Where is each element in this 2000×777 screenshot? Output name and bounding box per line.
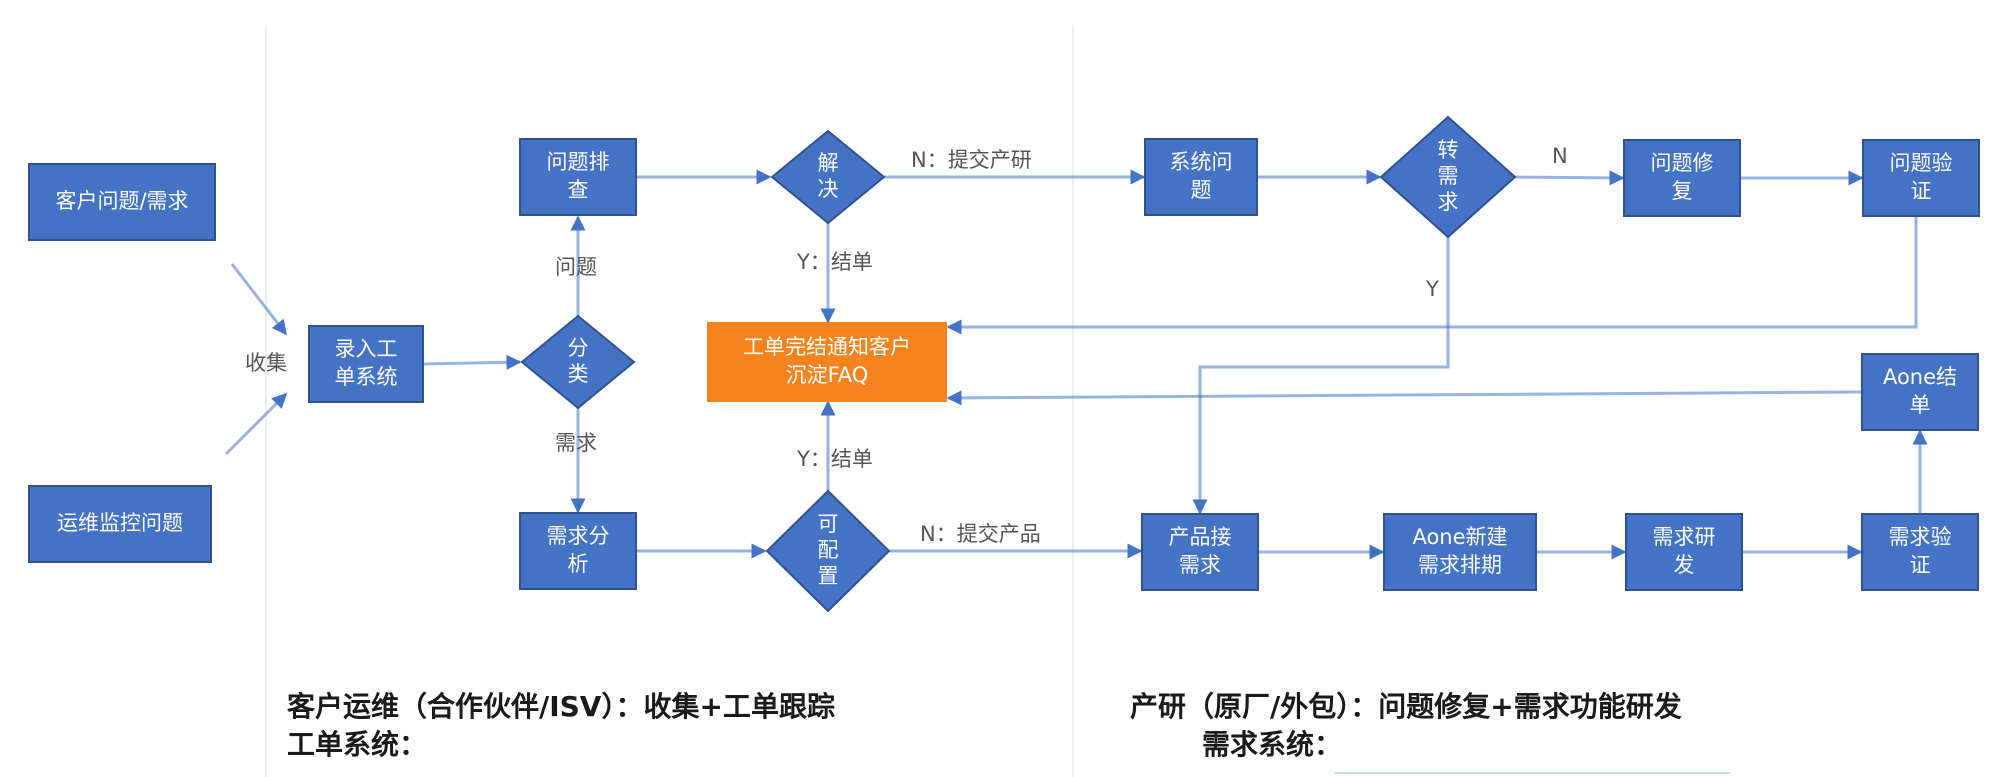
- process-shape: [707, 322, 947, 402]
- decision-shape: [1379, 115, 1517, 239]
- node-label: 客户问题/需求: [55, 189, 188, 213]
- process-shape: [519, 512, 637, 590]
- edge-customer-to-ticket-entry: [230, 263, 288, 336]
- node-label: 求: [1438, 190, 1459, 214]
- node-label: 决: [818, 177, 839, 201]
- node-label: 运维监控问题: [57, 511, 183, 535]
- decision-shape: [765, 489, 891, 613]
- node-monitor: 运维监控问题: [28, 485, 212, 563]
- edge-ticket-entry-to-classify: [423, 354, 522, 370]
- edge-label: N：提交产品: [920, 522, 1041, 546]
- process-shape: [1623, 139, 1741, 217]
- process-shape: [28, 485, 212, 563]
- node-label: 需: [1438, 164, 1459, 188]
- node-configurable: 可配置: [765, 489, 891, 613]
- node-label: 单: [1910, 393, 1931, 417]
- node-label: 问题修: [1651, 151, 1714, 175]
- edge-to-requirement-to-issue-fix: [1514, 170, 1625, 186]
- node-label: 单系统: [335, 365, 398, 389]
- process-shape: [1383, 513, 1537, 591]
- edge-label: 问题: [555, 255, 597, 279]
- process-shape: [519, 138, 637, 216]
- node-label: 需求分: [547, 524, 610, 548]
- edge-label: N：提交产研: [911, 148, 1032, 172]
- node-label: 题: [1191, 178, 1212, 202]
- footer-left-title: 客户运维（合作伙伴/ISV）：收集+工单跟踪: [287, 690, 835, 723]
- edge-label: Y: [1425, 277, 1439, 301]
- process-shape: [1141, 513, 1259, 591]
- node-label: 录入工: [335, 337, 398, 361]
- node-label: 查: [568, 178, 589, 202]
- footer-left: 客户运维（合作伙伴/ISV）：收集+工单跟踪 工单系统：: [287, 688, 835, 764]
- collect-label: 收集: [245, 351, 287, 375]
- node-customer: 客户问题/需求: [28, 163, 216, 241]
- process-shape: [1144, 138, 1258, 216]
- node-label: 可: [818, 512, 839, 536]
- node-resolved: 解决: [770, 129, 886, 225]
- edge-label: N: [1552, 144, 1568, 168]
- footer-right-system: 需求系统：: [1202, 728, 1343, 761]
- process-shape: [1861, 513, 1979, 591]
- node-label: 证: [1911, 179, 1932, 203]
- node-label: 产品接: [1169, 525, 1232, 549]
- edge-monitor-to-ticket-entry: [224, 392, 288, 456]
- node-label: 需求研: [1653, 525, 1716, 549]
- decision-shape: [520, 314, 636, 410]
- node-label: 类: [568, 362, 589, 386]
- node-label: 系统问: [1170, 150, 1233, 174]
- node-label: 需求验: [1889, 525, 1952, 549]
- process-shape: [1862, 139, 1980, 217]
- edge-aone-close-to-close-notify: [946, 390, 1862, 406]
- footer-right: 产研（原厂/外包）：问题修复+需求功能研发 需求系统：: [1130, 688, 1682, 764]
- edge-label: Y：结单: [796, 447, 873, 471]
- node-label: 复: [1672, 179, 1693, 203]
- process-shape: [1861, 353, 1979, 431]
- node-label: 工单完结通知客户: [743, 335, 911, 359]
- node-label: 问题验: [1890, 151, 1953, 175]
- edge-label: Y：结单: [796, 250, 873, 274]
- node-label: Aone新建: [1412, 525, 1507, 549]
- node-classify: 分类: [520, 314, 636, 410]
- node-to-requirement: 转需求: [1379, 115, 1517, 239]
- node-label: Aone结: [1883, 365, 1957, 389]
- footer-right-title: 产研（原厂/外包）：问题修复+需求功能研发: [1130, 690, 1682, 723]
- decision-shape: [770, 129, 886, 225]
- node-issue-fix: 问题修复: [1623, 139, 1741, 217]
- node-label: 发: [1674, 553, 1695, 577]
- footer-left-system: 工单系统：: [287, 728, 428, 761]
- node-label: 需求: [1179, 553, 1221, 577]
- node-label: 解: [818, 151, 839, 175]
- process-shape: [28, 163, 216, 241]
- node-label: 析: [568, 552, 589, 576]
- node-label: 沉淀FAQ: [786, 363, 869, 387]
- node-label: 转: [1438, 138, 1459, 162]
- process-shape: [308, 325, 424, 403]
- node-label: 分: [568, 336, 589, 360]
- node-label: 需求排期: [1418, 553, 1502, 577]
- process-shape: [1625, 513, 1743, 591]
- node-label: 配: [818, 538, 839, 562]
- node-label: 问题排: [547, 150, 610, 174]
- edge-to-requirement-to-product-accept: [1192, 237, 1450, 515]
- edge-label: 需求: [555, 431, 597, 455]
- node-label: 置: [818, 564, 839, 588]
- edge-issue-verify-to-close-notify: [946, 216, 1918, 335]
- node-label: 证: [1910, 553, 1931, 577]
